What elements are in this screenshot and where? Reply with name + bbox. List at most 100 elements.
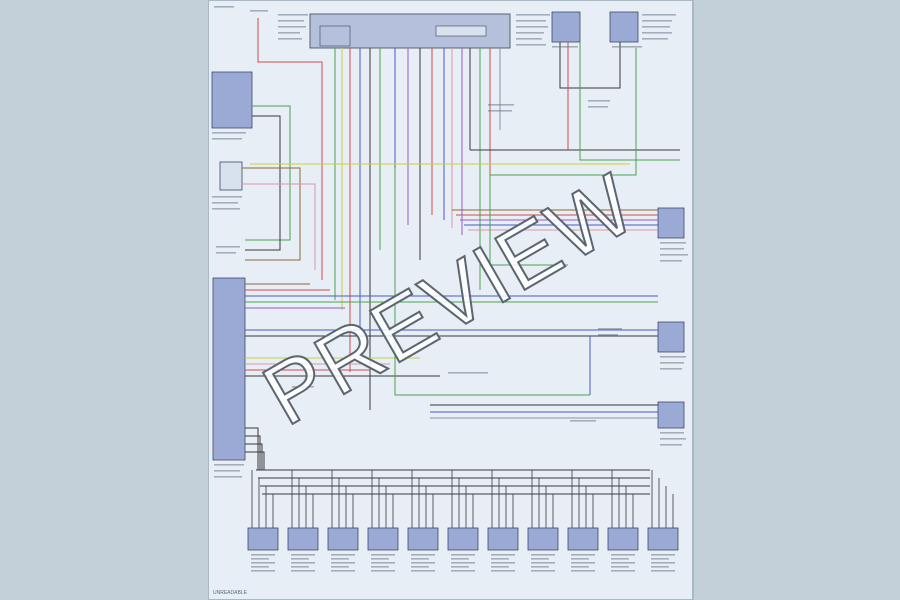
illegible-label-7 [278, 38, 302, 40]
actuator-module-7 [487, 527, 519, 551]
illegible-label-46 [598, 334, 618, 336]
actuator-module-label-2 [291, 554, 315, 556]
illegible-label-23 [212, 196, 242, 198]
bottom-modules-group [247, 527, 679, 551]
actuator-module-label-4 [371, 566, 389, 568]
illegible-label-33 [660, 362, 684, 364]
actuator-module-label-8 [531, 570, 555, 572]
actuator-module-label-11 [651, 570, 675, 572]
module-top-right-2 [609, 11, 639, 43]
actuator-module-label-1 [251, 570, 275, 572]
illegible-label-13 [516, 44, 546, 46]
text-blocks-group [212, 6, 688, 572]
illegible-label-44 [588, 106, 608, 108]
actuator-module-label-7 [491, 562, 515, 564]
actuator-module-label-10 [611, 554, 635, 556]
illegible-label-39 [214, 470, 240, 472]
module-right-2 [657, 321, 685, 353]
illegible-label-9 [516, 20, 546, 22]
illegible-label-36 [660, 438, 686, 440]
wire-green-loop-b [489, 175, 568, 266]
actuator-module-label-8 [531, 554, 555, 556]
actuator-module-label-5 [411, 558, 429, 560]
actuator-module-10 [607, 527, 639, 551]
illegible-label-40 [214, 476, 242, 478]
actuator-module-8 [527, 527, 559, 551]
illegible-label-3 [278, 14, 308, 16]
illegible-label-35 [660, 432, 684, 434]
actuator-module-11 [647, 527, 679, 551]
illegible-label-26 [216, 246, 240, 248]
actuator-module-label-5 [411, 562, 435, 564]
actuator-module-label-6 [451, 562, 475, 564]
module-top-right-1 [551, 11, 581, 43]
illegible-label-17 [642, 20, 672, 22]
actuator-module-label-1 [251, 562, 275, 564]
wire-bus-drop-3 [245, 443, 263, 470]
actuator-module-label-9 [571, 554, 595, 556]
module-right-1 [657, 207, 685, 239]
illegible-label-48 [448, 372, 488, 374]
actuator-module-2 [287, 527, 319, 551]
actuator-module-label-8 [531, 566, 549, 568]
actuator-module-9 [567, 527, 599, 551]
sensor-module-left-1 [211, 71, 253, 129]
illegible-label-22 [212, 138, 242, 140]
actuator-module-label-3 [331, 558, 349, 560]
wire-bus-drop-2 [245, 435, 261, 470]
actuator-module-label-4 [371, 570, 395, 572]
actuator-module-label-11 [651, 558, 669, 560]
diagram-sheet [208, 0, 694, 600]
illegible-label-30 [660, 254, 688, 256]
illegible-label-2 [250, 10, 268, 12]
actuator-module-label-7 [491, 566, 509, 568]
module-right-3 [657, 401, 685, 429]
illegible-label-24 [212, 202, 238, 204]
actuator-module-label-1 [251, 566, 269, 568]
illegible-label-29 [660, 248, 684, 250]
actuator-module-label-10 [611, 570, 635, 572]
wire-green-loop-a [394, 168, 590, 396]
actuator-module-label-10 [611, 562, 635, 564]
actuator-module-1 [247, 527, 279, 551]
illegible-label-41 [488, 104, 514, 106]
illegible-label-19 [642, 32, 672, 34]
actuator-module-label-8 [531, 562, 555, 564]
illegible-label-15 [612, 46, 642, 48]
illegible-label-31 [660, 260, 682, 262]
page-number: UNREADABLE [213, 590, 247, 596]
actuator-module-label-1 [251, 554, 275, 556]
actuator-module-label-7 [491, 554, 515, 556]
actuator-module-label-6 [451, 558, 469, 560]
actuator-module-6 [447, 527, 479, 551]
illegible-label-11 [516, 32, 544, 34]
actuator-module-label-6 [451, 570, 475, 572]
top-connector-sub [435, 25, 487, 37]
illegible-label-34 [660, 368, 682, 370]
sheet-frame [208, 0, 693, 600]
wire-sensor-2-pink [242, 183, 316, 270]
wire-top-left-red [257, 18, 323, 280]
top-connector-left [319, 25, 351, 47]
illegible-label-1 [214, 6, 234, 8]
illegible-label-10 [516, 26, 548, 28]
actuator-module-label-9 [571, 558, 589, 560]
illegible-label-4 [278, 20, 304, 22]
illegible-label-12 [516, 38, 542, 40]
sensor-module-left-2 [219, 161, 243, 191]
illegible-label-42 [488, 110, 512, 112]
illegible-label-25 [212, 208, 240, 210]
wire-top-right-green [579, 42, 680, 161]
illegible-label-47 [570, 420, 596, 422]
actuator-module-label-5 [411, 554, 435, 556]
illegible-label-32 [660, 356, 686, 358]
actuator-module-label-11 [651, 554, 675, 556]
actuator-module-label-3 [331, 562, 355, 564]
illegible-label-5 [278, 26, 306, 28]
actuator-module-label-9 [571, 562, 595, 564]
wire-top-right-bridge [559, 42, 621, 89]
actuator-module-label-3 [331, 570, 355, 572]
illegible-label-37 [660, 444, 682, 446]
